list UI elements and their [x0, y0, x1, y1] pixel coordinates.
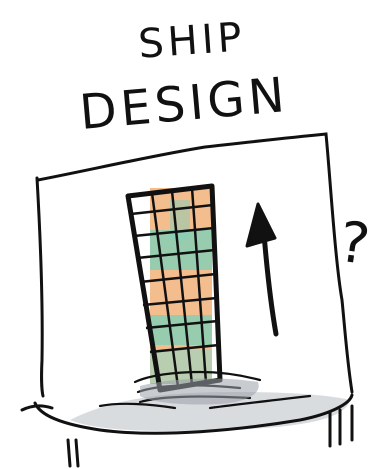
- board-left-edge: [37, 178, 43, 396]
- question-mark-icon: ?: [335, 210, 373, 279]
- left-leg: [68, 440, 78, 466]
- grid-icon: [128, 186, 220, 390]
- water-wash: [140, 379, 259, 405]
- arrow-up-icon: [247, 204, 276, 334]
